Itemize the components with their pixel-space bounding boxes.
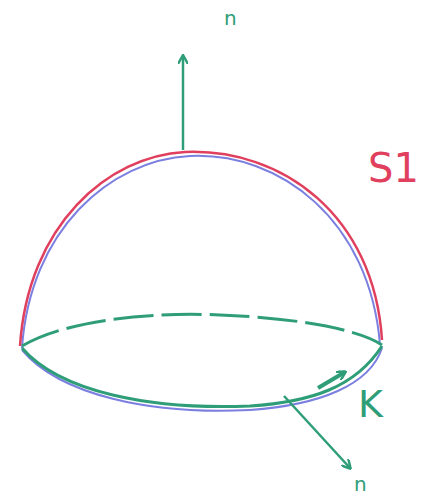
orientation-arrow	[318, 372, 345, 388]
dome-surface	[20, 152, 382, 346]
normal-arrow	[182, 56, 185, 150]
surface-label: S1	[368, 148, 419, 188]
normal-label: n	[354, 474, 367, 494]
boundary-back	[22, 314, 382, 346]
boundary-front	[22, 346, 382, 407]
normal-label: n	[224, 8, 237, 28]
boundary-label: K	[358, 385, 383, 423]
normal-arrow	[284, 396, 350, 468]
dome-outline	[22, 156, 380, 348]
base-outline	[22, 348, 382, 411]
